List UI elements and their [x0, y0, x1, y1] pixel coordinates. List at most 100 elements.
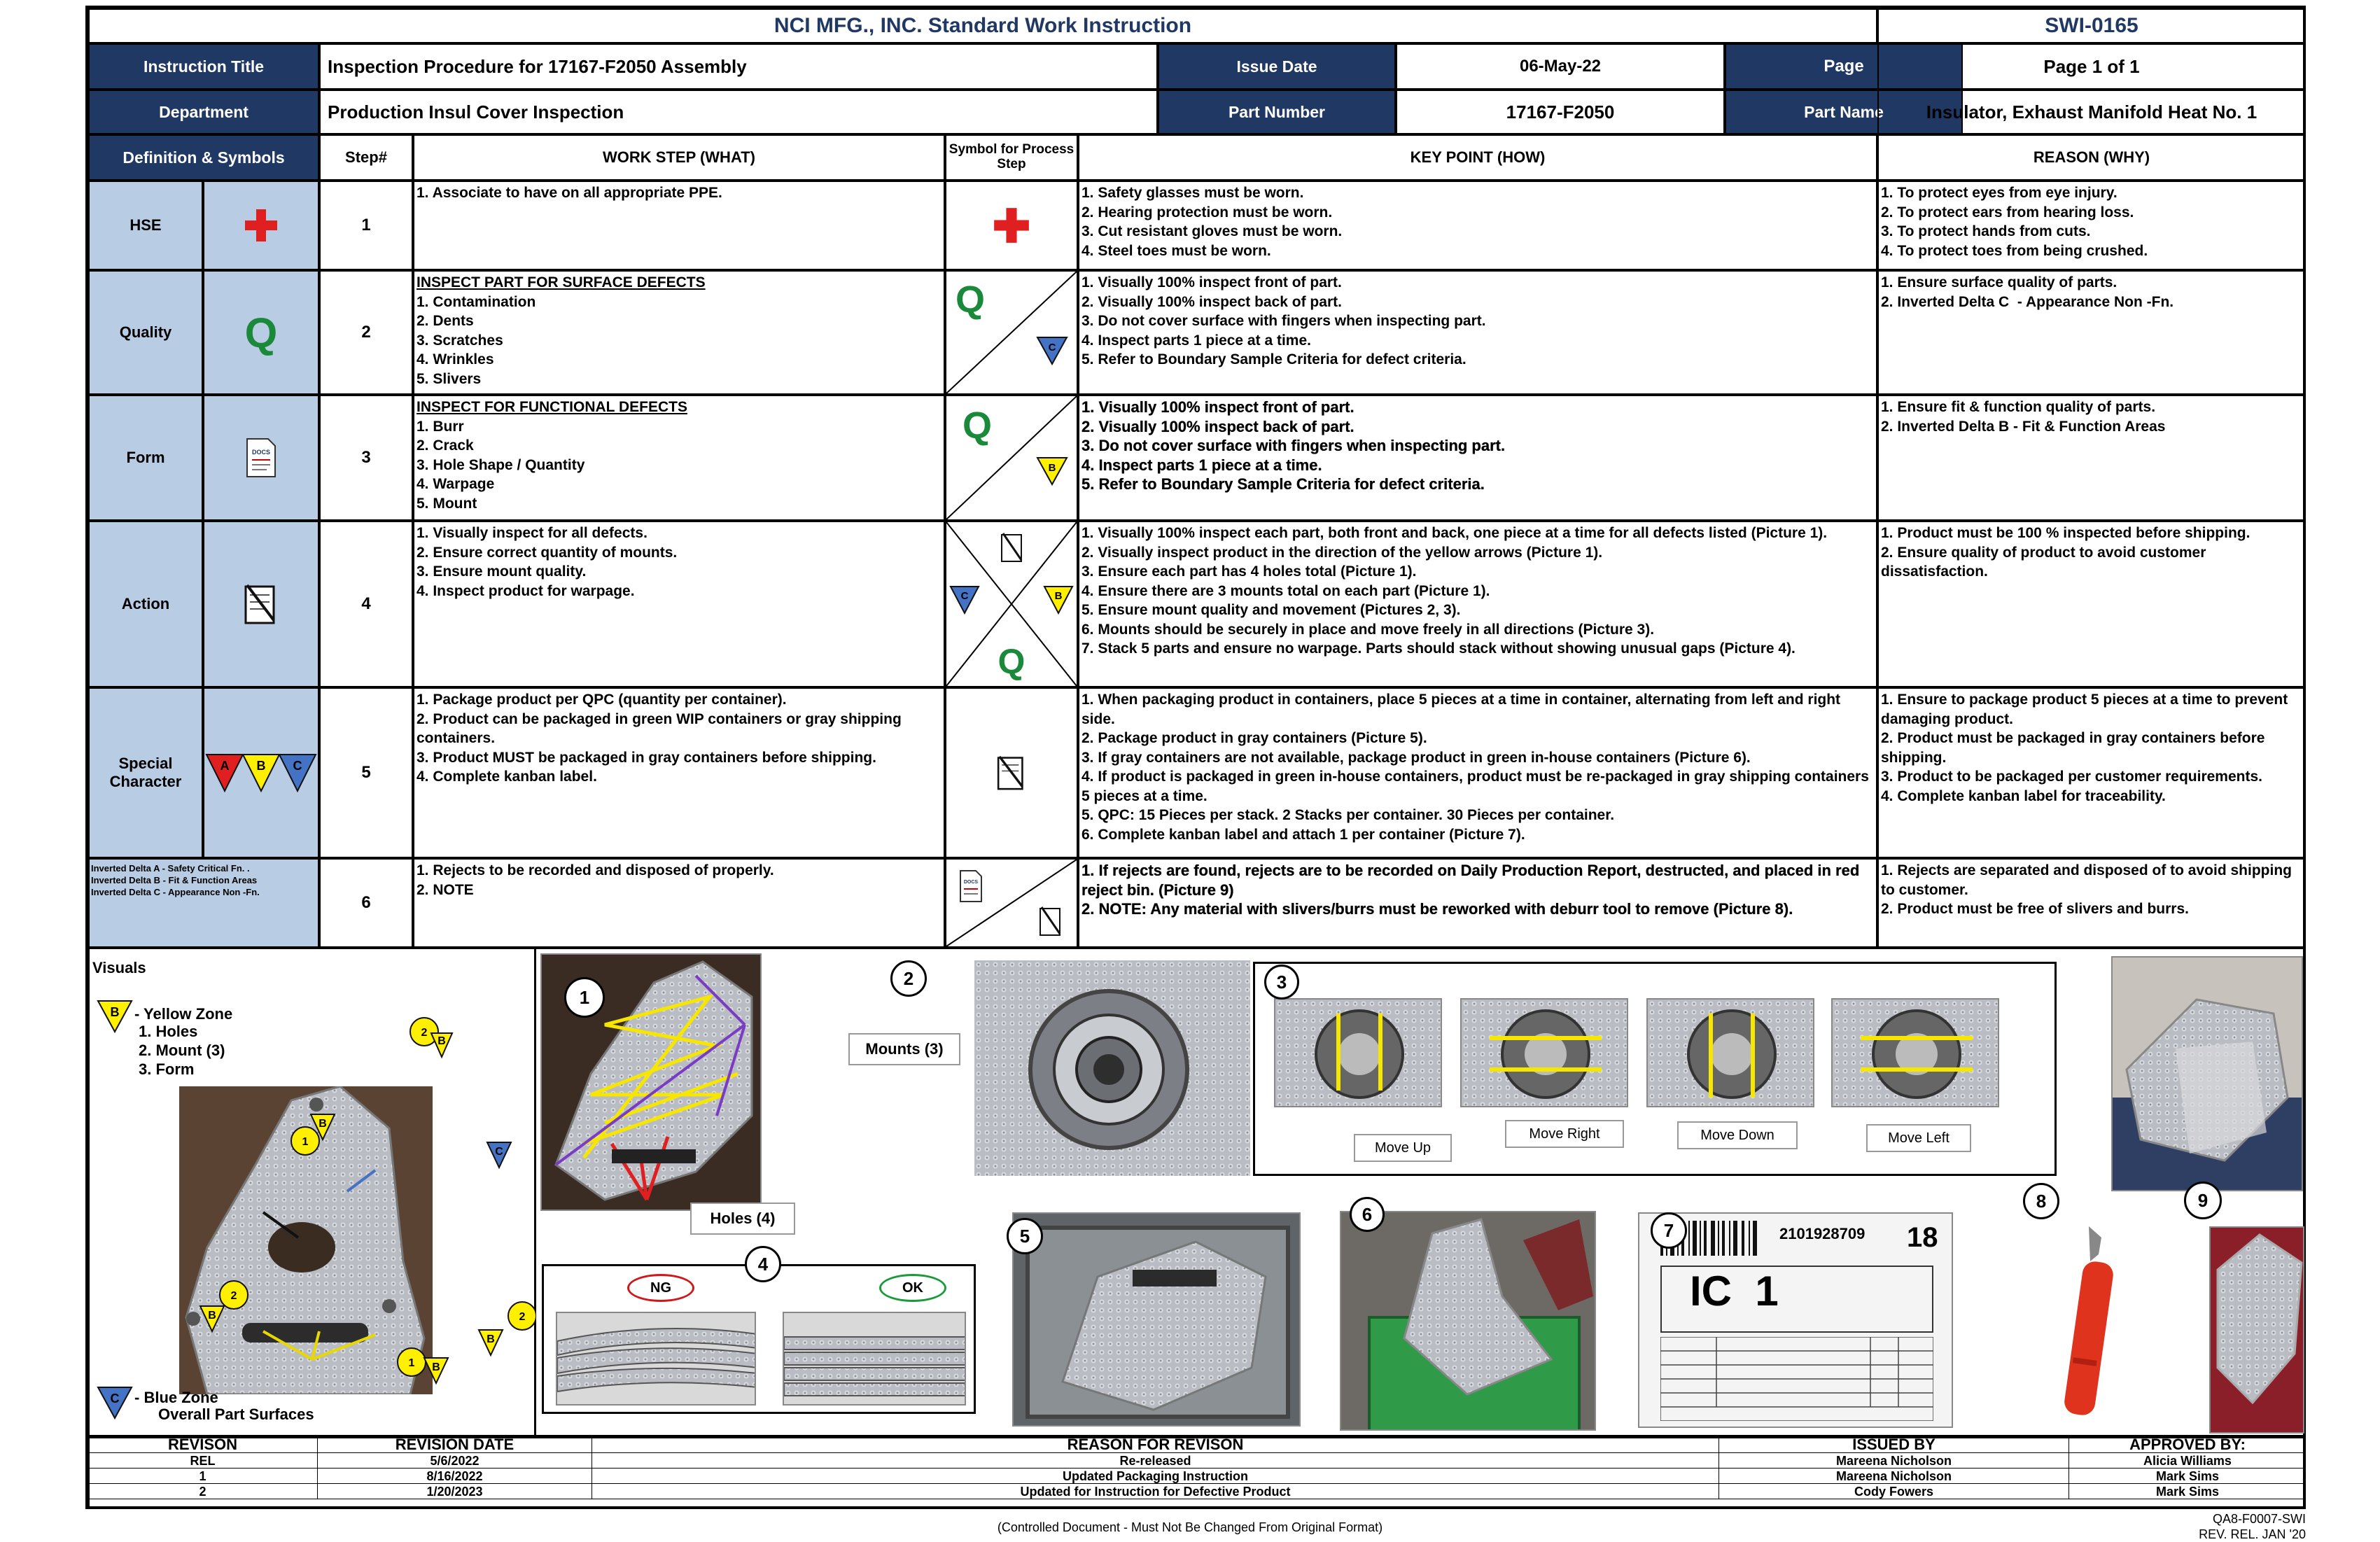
key-point: 1. Safety glasses must be worn. 2. Heari… — [1078, 181, 1877, 270]
page-value: Page 1 of 1 — [1877, 43, 2306, 90]
issue-date: 06-May-22 — [1396, 43, 1725, 90]
reason: 1. Ensure fit & function quality of part… — [1877, 395, 2306, 521]
picture-number-3: 3 — [1264, 965, 1299, 1000]
picture-9-reject-bin-photo — [2209, 1226, 2304, 1434]
doc-number: SWI-0165 — [1877, 8, 2306, 43]
ng-stack-photo — [556, 1312, 756, 1406]
step-number: 6 — [319, 858, 413, 948]
def-special: Special Character — [88, 687, 203, 858]
instruction-title: Inspection Procedure for 17167-F2050 Ass… — [319, 43, 1158, 90]
instruction-title-label: Instruction Title — [88, 43, 319, 90]
picture-1-photo — [540, 953, 762, 1211]
svg-text:B: B — [432, 1361, 440, 1373]
work-step: 1. Associate to have on all appropriate … — [413, 181, 945, 270]
part-number: 17167-F2050 — [1396, 90, 1725, 134]
move-down-photo — [1646, 998, 1814, 1107]
action-note-icon — [203, 521, 319, 687]
zone-markers: 2 B B 1 C 2 B 2 B 1 B — [199, 1017, 536, 1385]
reason: 1. Rejects are separated and disposed of… — [1877, 858, 2306, 948]
key-point: 1. Visually 100% inspect each part, both… — [1078, 521, 1877, 687]
legend-b: Inverted Delta B - Fit & Function Areas — [91, 875, 258, 885]
picture-number-6: 6 — [1350, 1197, 1385, 1232]
col-work-step: WORK STEP (WHAT) — [413, 134, 945, 181]
move-right-photo — [1460, 998, 1628, 1107]
work-step: 1. Visually inspect for all defects. 2. … — [413, 521, 945, 687]
col-symbol: Symbol for Process Step — [945, 134, 1078, 181]
def-form: Form — [88, 395, 203, 521]
revision-release: REV. REL. JAN '20 — [2199, 1527, 2306, 1541]
revision-cell: Mark Sims — [2069, 1469, 2306, 1484]
blue-zone-items: Overall Part Surfaces — [158, 1406, 314, 1423]
step-number: 4 — [319, 521, 413, 687]
picture-6-photo — [1340, 1211, 1596, 1431]
svg-text:C: C — [1049, 342, 1056, 353]
picture-8-deburr-tool-photo — [2034, 1212, 2142, 1429]
action-note-icon — [945, 687, 1078, 858]
yellow-zone-items: 1. Holes 2. Mount (3) 3. Form — [139, 1023, 225, 1078]
reason: 1. To protect eyes from eye injury. 2. T… — [1877, 181, 2306, 270]
visuals-section — [88, 948, 2306, 1436]
form-docs-icon: DOCS — [203, 395, 319, 521]
legend-a: Inverted Delta A - Safety Critical Fn. . — [91, 863, 250, 874]
reason: 1. Ensure surface quality of parts. 2. I… — [1877, 270, 2306, 395]
move-left-photo — [1831, 998, 1999, 1107]
revision-cell: 1/20/2023 — [318, 1484, 592, 1499]
move-down-label: Move Down — [1677, 1121, 1798, 1149]
revision-header-cell: APPROVED BY: — [2069, 1436, 2306, 1453]
col-reason: REASON (WHY) — [1877, 134, 2306, 181]
part-name-label: Part Name — [1725, 90, 1963, 134]
department: Production Insul Cover Inspection — [319, 90, 1158, 134]
svg-text:1: 1 — [302, 1136, 309, 1148]
picture-5-photo — [1012, 1212, 1301, 1427]
work-step: INSPECT FOR FUNCTIONAL DEFECTS 1. Burr 2… — [413, 395, 945, 521]
work-step-items: 1. Contamination 2. Dents 3. Scratches 4… — [416, 293, 536, 387]
department-label: Department — [88, 90, 319, 134]
picture-number-9: 9 — [2184, 1182, 2222, 1219]
picture-number-2: 2 — [890, 960, 927, 997]
kanban-qty: 18 — [1907, 1222, 1938, 1253]
svg-text:1: 1 — [409, 1357, 415, 1369]
revision-header-cell: REASON FOR REVISON — [592, 1436, 1719, 1453]
svg-text:2: 2 — [421, 1027, 428, 1039]
part-name: Insulator, Exhaust Manifold Heat No. 1 — [1877, 90, 2306, 134]
move-up-photo — [1274, 998, 1442, 1107]
page-label: Page — [1725, 43, 1963, 90]
blue-zone-label: - Blue Zone — [134, 1389, 218, 1406]
revision-header-cell: ISSUED BY — [1719, 1436, 2069, 1453]
def-quality: Quality — [88, 270, 203, 395]
revision-header-cell: REVISION DATE — [318, 1436, 592, 1453]
visuals-left-panel — [88, 948, 536, 1436]
kanban-code: IC 1 — [1660, 1266, 1933, 1333]
svg-text:B: B — [257, 759, 266, 773]
svg-text:C: C — [961, 590, 969, 602]
part-number-label: Part Number — [1158, 90, 1396, 134]
reason: 1. Ensure to package product 5 pieces at… — [1877, 687, 2306, 858]
svg-text:B: B — [486, 1333, 495, 1345]
picture-number-7: 7 — [1651, 1212, 1687, 1249]
special-deltas-icon: A B C — [203, 687, 319, 858]
key-point: 1. Visually 100% inspect front of part. … — [1078, 395, 1877, 521]
key-point: 1. If rejects are found, rejects are to … — [1078, 858, 1877, 948]
picture-7-kanban-photo: 2101928709 18 IC 1 — [1638, 1212, 1953, 1428]
issue-date-label: Issue Date — [1158, 43, 1396, 90]
revision-cell: REL — [88, 1453, 318, 1469]
symbol-action-q-deltas: C B Q — [945, 521, 1078, 687]
svg-text:Q: Q — [962, 405, 992, 447]
blue-zone-delta-icon: C — [97, 1387, 133, 1420]
svg-text:B: B — [1049, 462, 1056, 474]
ok-stack-photo — [783, 1312, 966, 1406]
revision-cell: 8/16/2022 — [318, 1469, 592, 1484]
svg-text:B: B — [1055, 590, 1063, 602]
svg-text:DOCS: DOCS — [964, 880, 979, 885]
hse-cross-icon — [945, 181, 1078, 270]
revision-cell: Alicia Williams — [2069, 1453, 2306, 1469]
symbol-form-action: DOCS — [945, 858, 1078, 948]
picture-number-4: 4 — [745, 1246, 781, 1282]
svg-text:C: C — [495, 1146, 503, 1158]
ok-label: OK — [879, 1274, 946, 1302]
quality-q-icon: Q — [203, 270, 319, 395]
picture-number-1: 1 — [564, 977, 605, 1018]
svg-text:DOCS: DOCS — [252, 449, 270, 456]
symbol-q-delta-c: Q C — [945, 270, 1078, 395]
company-title: NCI MFG., INC. Standard Work Instruction — [88, 8, 1877, 43]
